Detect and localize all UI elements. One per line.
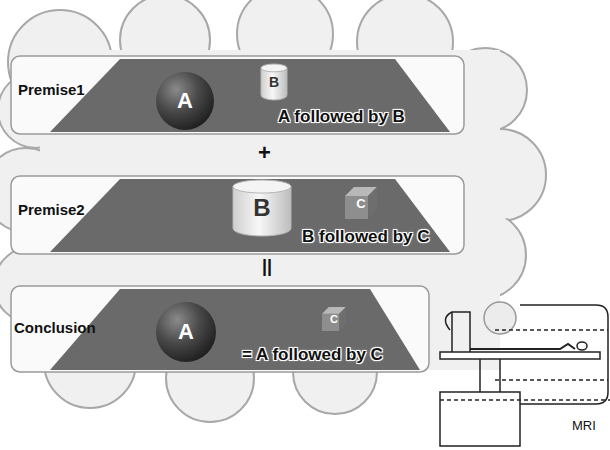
panel-statement: = A followed by C xyxy=(242,345,383,365)
mri-scanner xyxy=(440,302,610,446)
panel-heading: Premise1 xyxy=(18,81,85,98)
premise-panel: Premise1 A followed by B A B xyxy=(10,55,465,135)
cylinder-object: B xyxy=(232,179,292,237)
sphere-object: A xyxy=(155,71,215,131)
sphere-object: A xyxy=(155,301,217,363)
cube-object: C xyxy=(345,187,377,219)
object-letter: B xyxy=(260,63,288,101)
object-letter: C xyxy=(345,187,377,219)
panel-statement: A followed by B xyxy=(278,107,405,127)
operator-sign: + xyxy=(258,140,271,166)
cube-object: C xyxy=(322,307,346,331)
object-letter: A xyxy=(155,301,217,363)
premise-panel: Premise2 B followed by C B C xyxy=(10,175,465,255)
object-letter: C xyxy=(322,307,346,331)
panel-statement: B followed by C xyxy=(302,227,430,247)
operator-sign: || xyxy=(262,256,272,277)
premise-panel: Conclusion = A followed by C A C xyxy=(10,285,430,373)
panel-heading: Premise2 xyxy=(18,201,85,218)
object-letter: A xyxy=(155,71,215,131)
device-label: MRI xyxy=(572,418,596,433)
object-letter: B xyxy=(232,179,292,237)
panel-heading: Conclusion xyxy=(14,319,96,336)
cylinder-object: B xyxy=(260,63,288,101)
